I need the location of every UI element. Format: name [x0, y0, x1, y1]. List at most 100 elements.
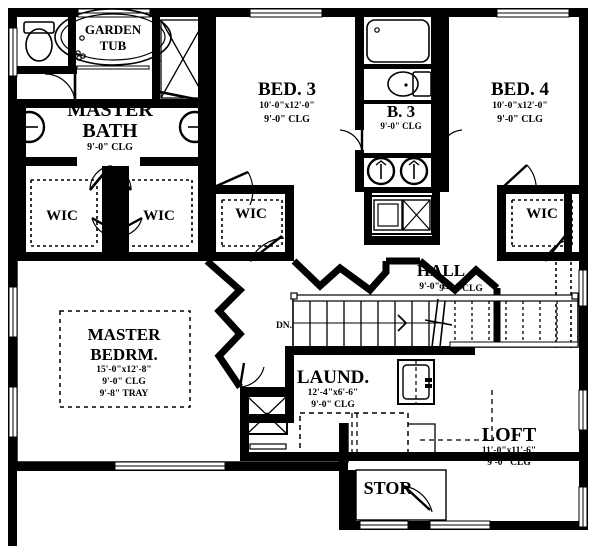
wall-b3-toilet-div: [364, 100, 431, 104]
label-laundry-name: LAUND.: [297, 367, 369, 388]
door-stor-leaf: [403, 485, 431, 511]
wall-masterbath-bottom-left: [17, 157, 77, 166]
label-master-bedrm-line2: BEDRM.: [90, 345, 158, 364]
wall-zigzag-center: [204, 258, 246, 389]
shelf-wic-bed4: [511, 199, 573, 247]
door-laundry-leaf: [238, 362, 246, 388]
wall-bed3wic-left: [207, 185, 216, 261]
wall-tub-right: [152, 17, 160, 107]
wall-b3-vanity-top: [364, 153, 440, 158]
wall-masterbath-top-right: [152, 99, 207, 108]
door-masterbath-arc-left: [89, 165, 111, 191]
wall-laund-closet-top: [240, 387, 290, 395]
stair-lower-edge: [449, 341, 579, 348]
label-master-bath-clg: 9'-0" CLG: [87, 142, 133, 153]
label-wic-master-left: WIC: [46, 208, 78, 224]
label-bed3-dims: 10'-0"x12'-0": [259, 101, 314, 111]
wall-laund-right: [339, 423, 348, 463]
wall-hall-right-stub: [556, 252, 580, 261]
label-hall-clg: 9'-0" CLG: [419, 282, 463, 292]
door-wic-right-leaf: [119, 216, 143, 232]
label-hall-name: HALL: [417, 261, 465, 280]
wall-masterbath-right-upper: [198, 17, 207, 108]
shelf-hall-linen: [555, 262, 572, 348]
wall-exterior-right: [579, 8, 588, 530]
wall-b3-right-lower: [431, 112, 440, 192]
door-bed3wic-arc: [247, 171, 254, 206]
label-bed4-dims: 10'-0"x12'-0": [492, 101, 547, 111]
door-stor-arc: [403, 485, 433, 513]
window-loft-right-1: [578, 389, 588, 431]
door-bed4-arc: [544, 239, 569, 262]
stair-direction-arrow: [397, 314, 408, 332]
door-bed4wic-arc: [526, 164, 537, 193]
window-master-bath-left: [8, 27, 18, 77]
wall-zigzag-hall: [291, 258, 390, 295]
linen-shower-bath3-icon: [369, 195, 433, 235]
stair-break-tick: [424, 319, 453, 326]
door-bath3-right-arc: [439, 129, 463, 153]
door-wic-right-arc: [121, 217, 143, 237]
wall-wic-left-inner: [102, 166, 111, 261]
wall-toilet-right: [68, 17, 76, 74]
door-bed3-leaf: [249, 235, 283, 262]
label-master-bedrm-clg: 9'-0" CLG: [102, 377, 146, 387]
label-master-bath-line1: MASTER: [67, 99, 153, 121]
door-bed4-leaf: [544, 235, 566, 262]
door-masterbath-leaf-left: [89, 165, 111, 191]
window-bed3: [249, 8, 323, 18]
door-wic-left-arc: [91, 217, 113, 237]
laundry-closet-x-icon: [246, 395, 288, 450]
door-shower-leaf: [159, 90, 201, 102]
label-stairs-dn: DN.: [276, 321, 292, 331]
label-master-bedrm-line1: MASTER: [88, 325, 161, 344]
label-loft-clg: 9'-0" CLG: [487, 458, 531, 468]
wall-wic-right-outer: [198, 166, 207, 261]
laundry-sink-icon: [397, 359, 435, 405]
shelf-wic-master-left: [30, 179, 98, 247]
wall-loft-bottom-div: [348, 452, 580, 461]
window-hall-right: [578, 269, 588, 307]
label-garden-tub-line1: GARDEN: [85, 22, 142, 37]
window-master-bedrm-left-2: [8, 386, 18, 438]
stor-inner-rect: [355, 469, 447, 521]
door-wic-left-leaf: [91, 216, 114, 232]
wall-bed3wic-right: [285, 185, 294, 261]
wall-laund-left-bottom: [240, 414, 294, 423]
door-group: [44, 59, 569, 513]
door-masterbath-leaf-right: [109, 165, 132, 191]
window-loft-bottom: [429, 520, 491, 530]
sink-master-left-icon: [12, 110, 46, 144]
window-master-bedrm-bottom: [114, 461, 226, 471]
storage-outline: [355, 469, 447, 521]
label-wic-bed4: WIC: [526, 206, 558, 222]
wall-zigzag-hall-right: [417, 258, 500, 295]
wall-bed4wic-inner-right: [564, 194, 572, 252]
wall-bed4wic-left: [497, 185, 506, 261]
wall-wic-left-bottom: [17, 252, 112, 261]
window-master-bedrm-left-1: [8, 286, 18, 338]
toilet-master-icon: [23, 21, 55, 62]
label-stairs-clg: 9'-0" CLG: [439, 284, 483, 294]
wall-laund-bottom: [240, 452, 348, 461]
stair-newel-left: [290, 292, 298, 300]
wall-stair-bottom: [285, 346, 475, 355]
door-toilet-arc: [44, 73, 76, 105]
sink-bath3-right-icon: [399, 156, 429, 186]
label-master-bedrm-tray: 9'-8" TRAY: [100, 389, 149, 399]
label-wic-master-right: WIC: [143, 208, 175, 224]
wall-bed3-right-lower: [355, 150, 364, 192]
stair-treads-dashed: [454, 301, 558, 346]
shelf-wic-master-right: [125, 179, 193, 247]
label-bed3-name: BED. 3: [258, 79, 316, 100]
wall-toilet-alcove-bottom: [17, 66, 77, 74]
wall-bed3-left: [207, 17, 216, 261]
wall-bed3-right-upper: [355, 17, 364, 112]
door-bed4wic-leaf: [501, 164, 528, 189]
tray-ceiling-outline: [59, 310, 191, 408]
label-wic-bed3: WIC: [235, 206, 267, 222]
window-bed4: [496, 8, 570, 18]
door-bath3-left-arc: [339, 129, 363, 153]
